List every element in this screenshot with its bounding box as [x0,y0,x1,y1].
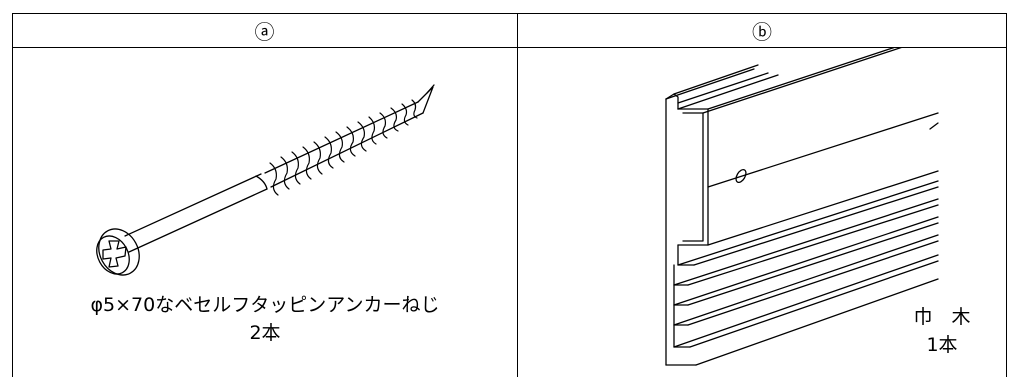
part-cell-b: 巾 木 1本 [518,47,1006,377]
header-divider [12,47,1006,48]
part-qty-a: 2本 [249,322,281,344]
column-header-a: ⓐ [12,13,517,47]
column-header-a-label: ⓐ [254,19,275,44]
part-caption-b: 巾 木 1本 [882,303,1002,359]
baseboard-profile-icon [665,47,939,366]
part-qty-b: 1本 [926,334,958,356]
part-name-b: 巾 木 [913,306,971,328]
column-divider [517,13,518,377]
screw-icon [96,84,435,276]
column-header-b: ⓑ [518,13,1006,47]
table-right-border [1006,13,1007,377]
table-left-border [12,13,13,377]
part-caption-a: φ5×70なベセルフタッピンアンカーねじ 2本 [13,291,517,347]
part-name-a: φ5×70なベセルフタッピンアンカーねじ [90,294,440,316]
column-header-b-label: ⓑ [752,19,772,44]
part-cell-a: φ5×70なベセルフタッピンアンカーねじ 2本 [13,47,517,377]
table-top-border [12,13,1006,14]
